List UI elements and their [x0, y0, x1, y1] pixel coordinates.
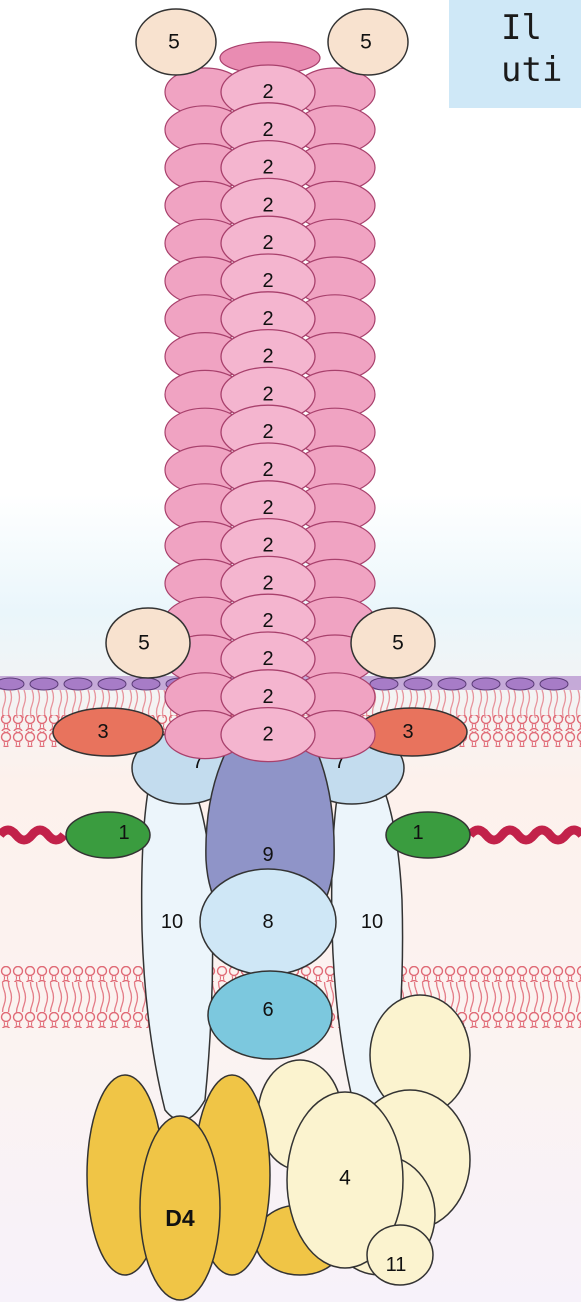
- cap-5-top-left: 5: [136, 9, 216, 75]
- label-2: 2: [262, 497, 273, 519]
- label-2: 2: [262, 194, 273, 216]
- label-2: 2: [262, 610, 273, 632]
- label-2: 2: [262, 308, 273, 330]
- filament-ring: 2: [165, 708, 375, 762]
- label-2: 2: [262, 119, 273, 141]
- label-9: 9: [262, 844, 273, 866]
- label-3-left: 3: [97, 721, 108, 743]
- protein-8: 8: [200, 869, 336, 975]
- lipid-head: [540, 678, 568, 690]
- caption-line-2: uti: [501, 50, 562, 90]
- label-2: 2: [262, 686, 273, 708]
- lipid-head: [0, 678, 24, 690]
- caption-line-1: Il: [501, 8, 542, 48]
- cap-5-mid-left: 5: [106, 608, 190, 678]
- label-10-right: 10: [361, 911, 383, 933]
- lipid-head: [506, 678, 534, 690]
- label-5-mid-left: 5: [138, 632, 150, 655]
- protein-6: 6: [208, 971, 332, 1059]
- label-5-top-right: 5: [360, 31, 372, 54]
- label-2: 2: [262, 535, 273, 557]
- protein-1-left: 1: [66, 812, 150, 858]
- label-1-right: 1: [412, 822, 423, 844]
- label-2: 2: [262, 232, 273, 254]
- label-4: 4: [339, 1167, 351, 1190]
- label-8: 8: [262, 911, 273, 933]
- label-6: 6: [262, 999, 273, 1021]
- protein-3-left: 3: [53, 708, 163, 756]
- label-5-top-left: 5: [168, 31, 180, 54]
- label-2: 2: [262, 383, 273, 405]
- filament-stack: 2 2 2 2 2 2 2 2 2 2 2 2 2 2 2 2 2 2: [165, 42, 375, 762]
- cap-5-top-right: 5: [328, 9, 408, 75]
- protein-11: 11: [367, 1225, 433, 1285]
- label-2: 2: [262, 157, 273, 179]
- lipid-head: [370, 678, 398, 690]
- lipid-head: [132, 678, 160, 690]
- label-10-left: 10: [161, 911, 183, 933]
- label-d4: D4: [165, 1205, 195, 1231]
- label-2: 2: [262, 572, 273, 594]
- lipid-head: [438, 678, 466, 690]
- label-2: 2: [262, 421, 273, 443]
- label-2: 2: [262, 270, 273, 292]
- cap-5-mid-right: 5: [351, 608, 435, 678]
- lipid-head: [30, 678, 58, 690]
- lipid-head: [98, 678, 126, 690]
- label-11: 11: [386, 1254, 407, 1276]
- caption-box: Il uti: [449, 0, 581, 108]
- lipid-head: [472, 678, 500, 690]
- label-2: 2: [262, 81, 273, 103]
- label-2: 2: [262, 346, 273, 368]
- label-2: 2: [262, 459, 273, 481]
- lipid-head: [64, 678, 92, 690]
- label-1-left: 1: [118, 822, 129, 844]
- lipid-head: [404, 678, 432, 690]
- label-3-right: 3: [402, 721, 413, 743]
- protein-1-right: 1: [386, 812, 470, 858]
- label-2: 2: [262, 724, 273, 746]
- label-2: 2: [262, 648, 273, 670]
- label-5-mid-right: 5: [392, 632, 404, 655]
